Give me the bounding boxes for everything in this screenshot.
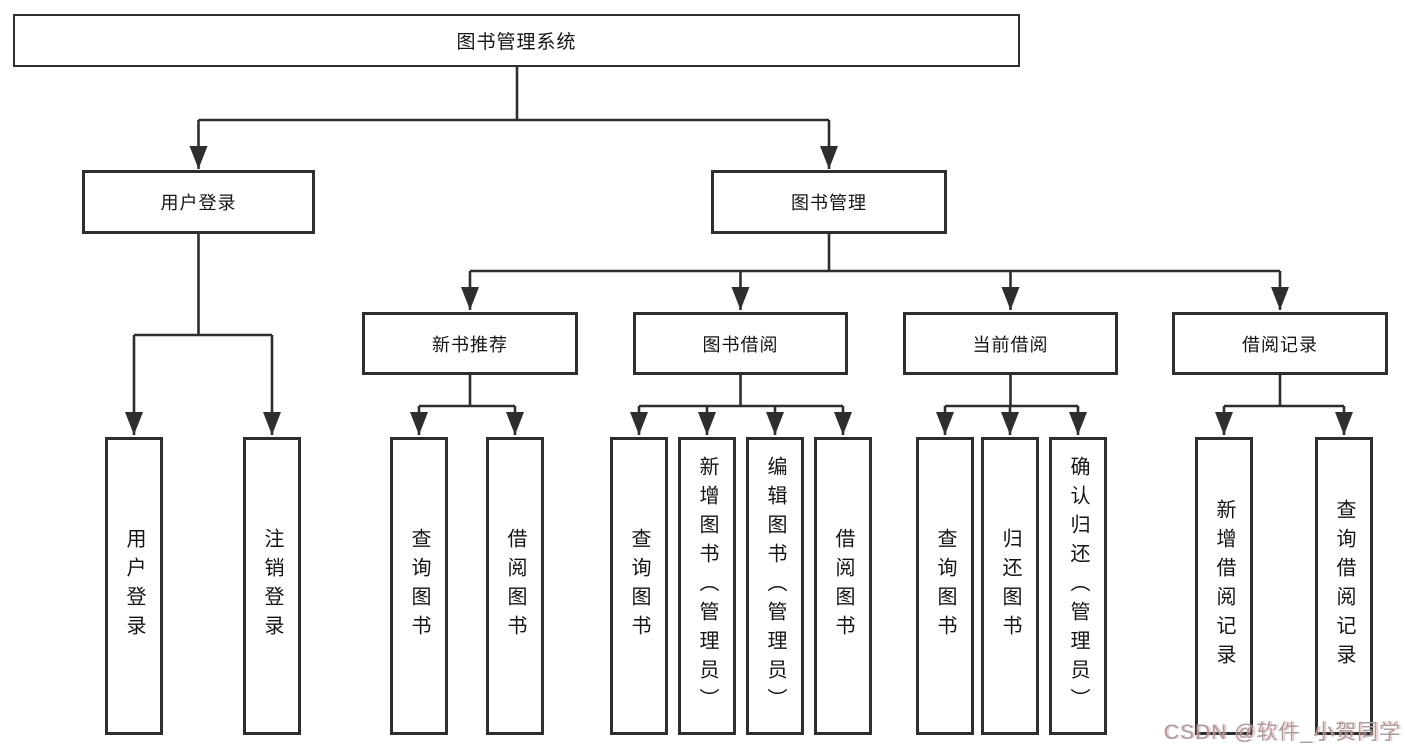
node-label: 用户登录 (160, 193, 237, 213)
leaf-logout: 注销登录 (243, 437, 301, 735)
connector-root-stem (198, 67, 829, 122)
leaf-label: 用户登录 (123, 528, 145, 644)
leaf-user-login: 用户登录 (105, 437, 163, 735)
node-new-book-recommend: 新书推荐 (362, 312, 578, 375)
csdn-watermark: CSDN @软件_小贺同学 (1163, 721, 1401, 744)
leaf-label: 查询图书 (934, 528, 956, 644)
connector-recommend-fork (419, 375, 515, 408)
node-label: 新书推荐 (432, 334, 508, 355)
node-book-management-branch: 图书管理 (711, 170, 947, 234)
connector-mgmt-fork (470, 234, 1280, 273)
leaf-return-books: 归还图书 (981, 437, 1039, 735)
node-user-login-branch: 用户登录 (82, 170, 315, 234)
leaf-label: 借阅图书 (504, 528, 526, 644)
leaf-label: 新增图书（管理员） (696, 455, 718, 717)
connector-borrow-fork (639, 375, 843, 408)
leaf-label: 查询图书 (408, 528, 430, 644)
leaf-add-books-admin: 新增图书（管理员） (678, 437, 736, 735)
leaf-label: 查询借阅记录 (1333, 499, 1355, 673)
node-book-borrow: 图书借阅 (633, 312, 848, 375)
leaf-recommend-query-books: 查询图书 (390, 437, 448, 735)
node-label: 当前借阅 (972, 334, 1049, 355)
node-label: 图书管理 (791, 193, 867, 213)
leaf-label: 编辑图书（管理员） (764, 455, 786, 717)
node-current-borrow: 当前借阅 (903, 312, 1118, 375)
connector-user-fork (134, 234, 272, 337)
leaf-label: 新增借阅记录 (1213, 499, 1235, 673)
leaf-label: 归还图书 (999, 528, 1021, 644)
node-label: 图书借阅 (702, 334, 779, 355)
leaf-label: 查询图书 (628, 528, 650, 644)
connector-records-fork (1224, 375, 1344, 408)
connector-current-fork (945, 375, 1078, 408)
leaf-label: 借阅图书 (832, 528, 854, 644)
leaf-confirm-return-admin: 确认归还（管理员） (1049, 437, 1107, 735)
leaf-borrow-query-books: 查询图书 (610, 437, 668, 735)
leaf-query-borrow-record: 查询借阅记录 (1315, 437, 1373, 735)
leaf-add-borrow-record: 新增借阅记录 (1195, 437, 1253, 735)
leaf-edit-books-admin: 编辑图书（管理员） (746, 437, 804, 735)
node-borrow-records: 借阅记录 (1172, 312, 1388, 375)
leaf-label: 确认归还（管理员） (1067, 455, 1089, 717)
node-label: 借阅记录 (1242, 334, 1318, 355)
leaf-borrow-books: 借阅图书 (814, 437, 872, 735)
leaf-current-query-books: 查询图书 (916, 437, 974, 735)
node-root-system: 图书管理系统 (13, 14, 1020, 67)
node-label: 图书管理系统 (456, 32, 577, 53)
leaf-label: 注销登录 (261, 528, 283, 644)
leaf-recommend-borrow-books: 借阅图书 (486, 437, 544, 735)
